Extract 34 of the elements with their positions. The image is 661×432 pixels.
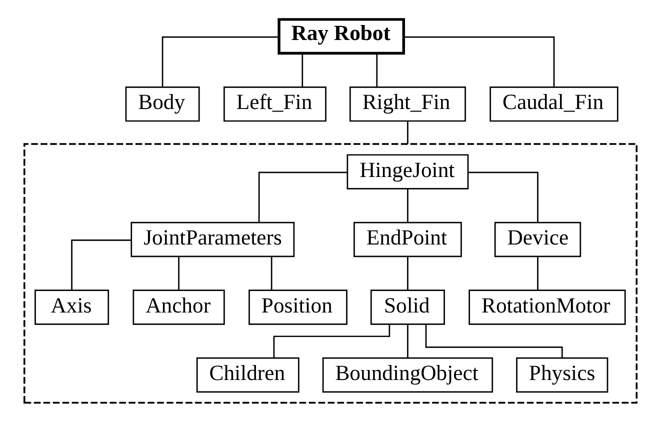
connector (71, 239, 132, 290)
connector (258, 171, 348, 222)
node-box: EndPoint (354, 221, 462, 257)
node-box: Right_Fin (349, 86, 466, 122)
connector (407, 120, 408, 144)
connector (302, 52, 304, 86)
node-box: Left_Fin (224, 86, 326, 122)
node-box: BoundingObject (322, 356, 494, 392)
connector (273, 324, 390, 358)
node-box: Position (248, 289, 348, 324)
connector (404, 36, 555, 86)
node-box: JointParameters (130, 221, 295, 257)
connector (178, 256, 180, 290)
node-box: Axis (34, 289, 110, 324)
connector (468, 171, 538, 222)
node-box: RotationMotor (468, 289, 626, 324)
node-box: Ray Robot (278, 18, 405, 54)
connector (425, 324, 563, 358)
node-box: Children (196, 356, 300, 392)
node-box: Body (125, 86, 200, 122)
cluster (24, 142, 638, 404)
node-box: Solid (370, 289, 445, 324)
node-box: Anchor (132, 289, 225, 324)
connector (162, 36, 279, 86)
connector (407, 188, 408, 222)
connector (407, 324, 408, 358)
connector (270, 256, 272, 290)
connector (407, 256, 408, 290)
node-box: Caudal_Fin (490, 86, 618, 122)
node-box: Device (494, 221, 582, 257)
connector (376, 52, 378, 86)
node-box: HingeJoint (346, 154, 469, 189)
connector (537, 256, 538, 290)
node-box: Physics (516, 356, 608, 392)
